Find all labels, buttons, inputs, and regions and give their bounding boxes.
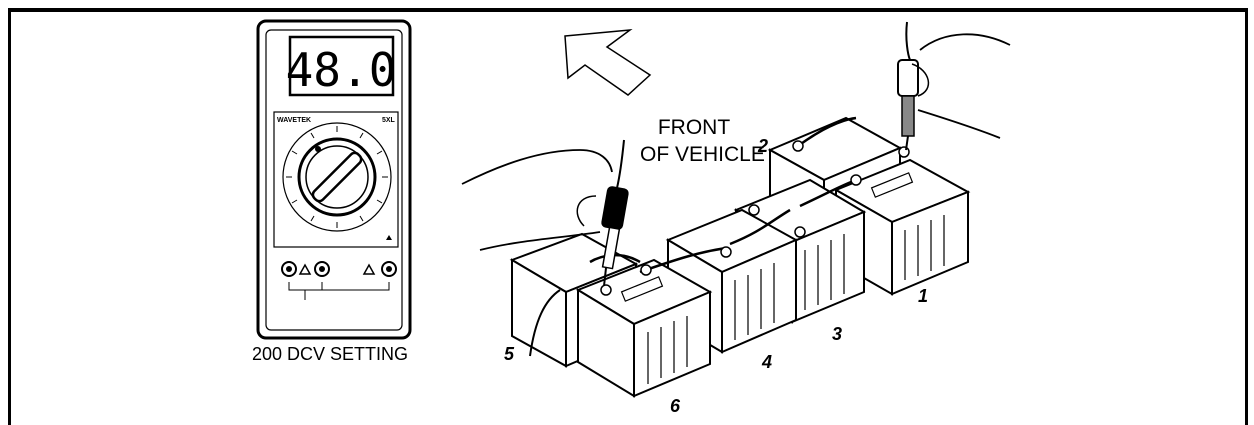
front-of-vehicle-label: FRONT OF VEHICLE bbox=[640, 114, 765, 168]
battery-label-5: 5 bbox=[504, 344, 515, 364]
meter-setting-caption: 200 DCV SETTING bbox=[252, 344, 409, 364]
battery-label-1: 1 bbox=[918, 286, 929, 306]
dial-pointer bbox=[311, 151, 363, 203]
battery-label-6: 6 bbox=[670, 396, 681, 416]
multimeter: 48.0 WAVETEK 5XL bbox=[256, 19, 412, 340]
border-top bbox=[8, 8, 1248, 12]
battery-label-4: 4 bbox=[762, 352, 773, 372]
border-left bbox=[8, 8, 11, 425]
front-label-line2: OF VEHICLE bbox=[640, 143, 765, 166]
meter-model: 5XL bbox=[382, 117, 396, 124]
front-arrow-icon bbox=[564, 29, 652, 96]
battery-6 bbox=[575, 258, 713, 398]
probe-right bbox=[897, 21, 1011, 151]
lcd-reading: 48.0 bbox=[286, 43, 397, 97]
battery-terminals bbox=[600, 140, 910, 296]
battery-label-2: 2 bbox=[758, 136, 769, 156]
probe-left bbox=[461, 139, 629, 357]
warning-icon bbox=[362, 263, 376, 275]
rotary-dial-ring bbox=[282, 122, 392, 232]
front-label-line1: FRONT bbox=[657, 116, 731, 139]
battery-label-3: 3 bbox=[832, 324, 843, 344]
border-right bbox=[1245, 8, 1248, 425]
meter-brand: WAVETEK bbox=[277, 117, 311, 124]
warning-icon bbox=[298, 263, 312, 275]
lcd-display bbox=[288, 35, 395, 97]
